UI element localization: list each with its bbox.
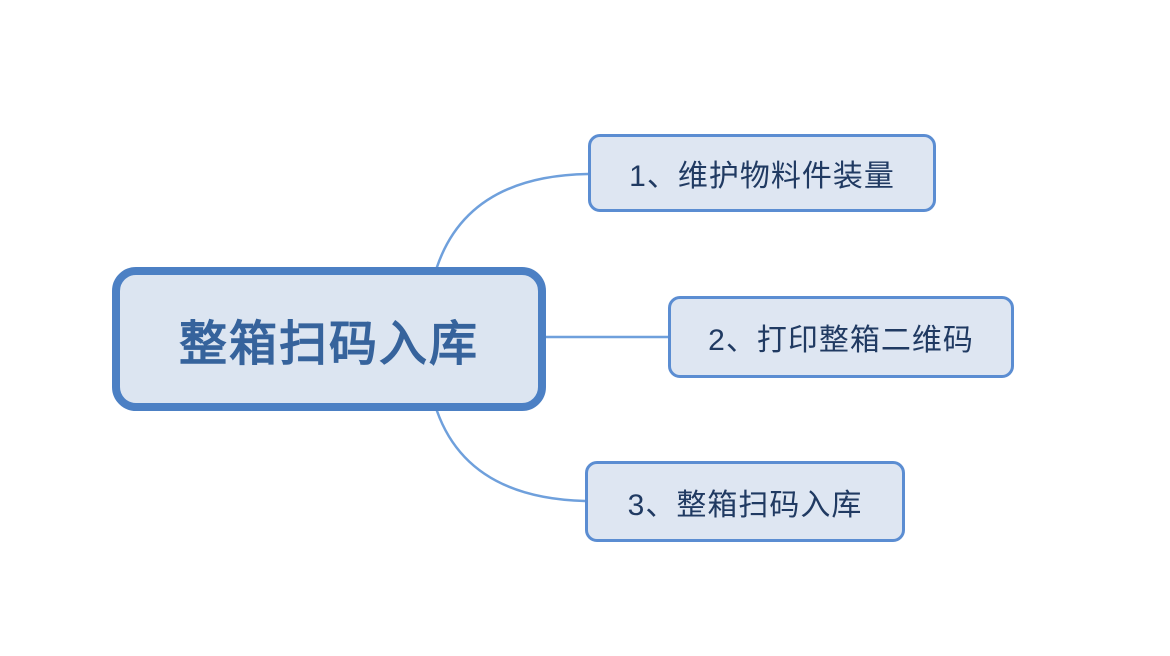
branch-node-1[interactable]: 1、维护物料件装量 bbox=[588, 134, 936, 212]
connector-bottom-curve bbox=[435, 409, 587, 503]
central-topic-node[interactable]: 整箱扫码入库 bbox=[112, 267, 546, 411]
branch-label-2: 2、打印整箱二维码 bbox=[708, 324, 974, 357]
central-topic-label: 整箱扫码入库 bbox=[178, 318, 479, 371]
branch-node-3[interactable]: 3、整箱扫码入库 bbox=[585, 461, 905, 542]
branch-label-3: 3、整箱扫码入库 bbox=[627, 488, 863, 522]
branch-label-1: 1、维护物料件装量 bbox=[629, 160, 895, 193]
connector-top-curve bbox=[435, 172, 590, 269]
branch-node-2[interactable]: 2、打印整箱二维码 bbox=[668, 296, 1014, 378]
